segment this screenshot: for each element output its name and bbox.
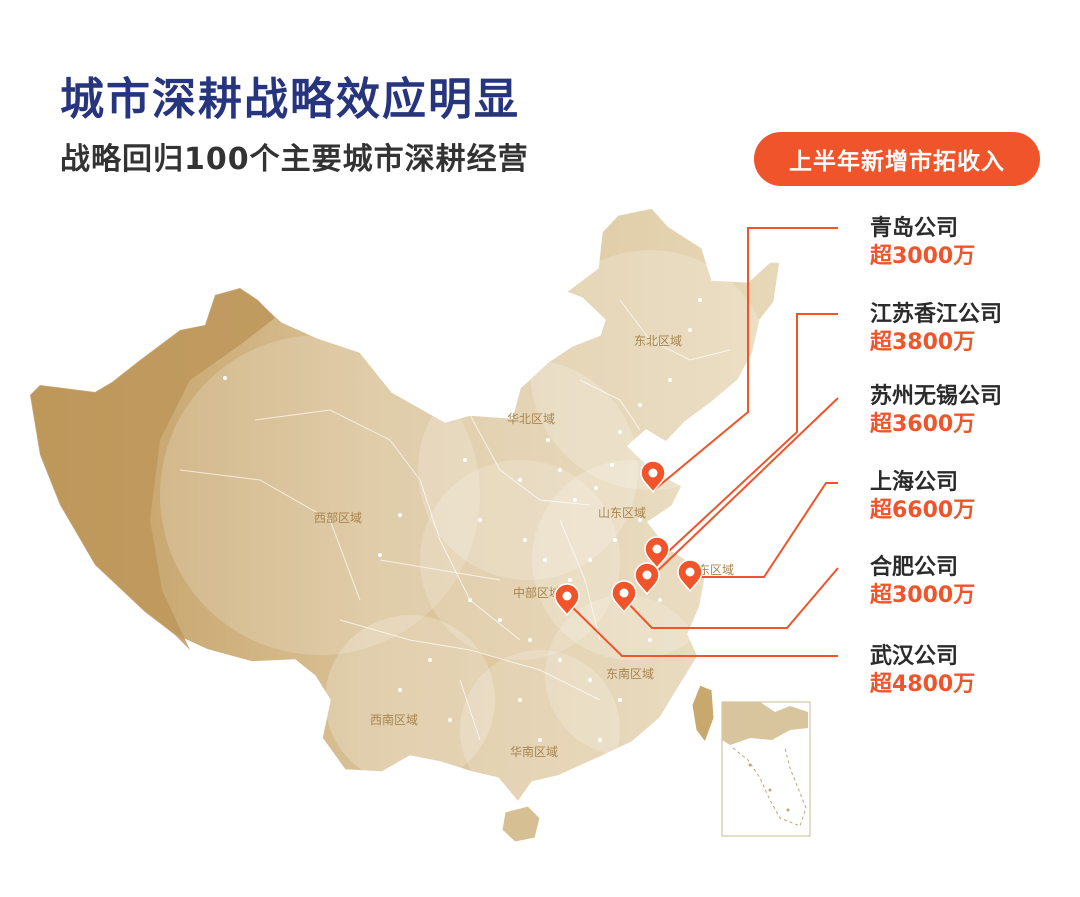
taiwan-island: [691, 684, 715, 744]
south-china-sea-inset: [721, 701, 811, 837]
hainan-island: [501, 805, 541, 843]
company-wuhan: 武汉公司 超4800万: [870, 646, 975, 696]
pin-shanghai: [677, 559, 703, 593]
company-revenue: 超3800万: [870, 330, 976, 355]
leader-lines: [566, 227, 839, 657]
company-revenue: 超6600万: [870, 498, 976, 523]
western-shade: [30, 288, 275, 650]
company-qingdao: 青岛公司 超3000万: [870, 218, 975, 268]
leader-line-wuhan: [566, 601, 838, 657]
leader-line-jiangsu: [656, 313, 838, 563]
city-dots: [223, 298, 702, 742]
page-title: 城市深耕战略效应明显: [60, 74, 520, 125]
region-label-west: 西部区域: [314, 510, 362, 525]
region-label-southwest: 西南区域: [370, 712, 418, 727]
leader-line-hefei: [623, 567, 839, 629]
pin-suzhou: [634, 562, 660, 596]
page-subtitle: 战略回归100个主要城市深耕经营: [60, 142, 529, 177]
company-name: 上海公司: [870, 470, 959, 495]
company-shanghai: 上海公司 超6600万: [870, 472, 975, 522]
company-revenue: 超3000万: [870, 244, 976, 269]
province-lines: [179, 299, 731, 741]
leader-line-shanghai: [690, 482, 838, 578]
company-revenue: 超4800万: [870, 672, 976, 697]
company-name: 江苏香江公司: [870, 302, 1003, 327]
pin-wuhan: [554, 583, 580, 617]
company-suzhou-wuxi: 苏州无锡公司 超3600万: [870, 386, 1002, 436]
region-label-southeast: 东南区域: [606, 666, 654, 681]
pin-hefei: [611, 580, 637, 614]
region-circles: [160, 250, 770, 810]
location-pins: [554, 460, 703, 617]
company-name: 合肥公司: [870, 555, 959, 580]
pin-jiangsu: [644, 536, 670, 570]
pin-qingdao: [640, 460, 666, 494]
company-hefei: 合肥公司 超3000万: [870, 557, 975, 607]
region-label-central: 中部区域: [513, 585, 561, 600]
revenue-badge: 上半年新增市拓收入: [754, 132, 1040, 186]
company-jiangsu-xiangjiang: 江苏香江公司 超3800万: [870, 304, 1002, 354]
region-label-shandong: 山东区域: [598, 506, 646, 520]
region-label-northeast: 东北区域: [634, 334, 682, 348]
company-name: 武汉公司: [870, 644, 959, 669]
region-label-south: 华南区域: [510, 744, 558, 759]
region-label-north: 华北区域: [507, 412, 555, 426]
leader-line-qingdao: [653, 227, 838, 491]
company-name: 青岛公司: [870, 216, 959, 241]
company-revenue: 超3600万: [870, 412, 976, 437]
leader-line-suzhou: [647, 397, 839, 581]
company-revenue: 超3000万: [870, 583, 976, 608]
company-name: 苏州无锡公司: [870, 384, 1003, 409]
